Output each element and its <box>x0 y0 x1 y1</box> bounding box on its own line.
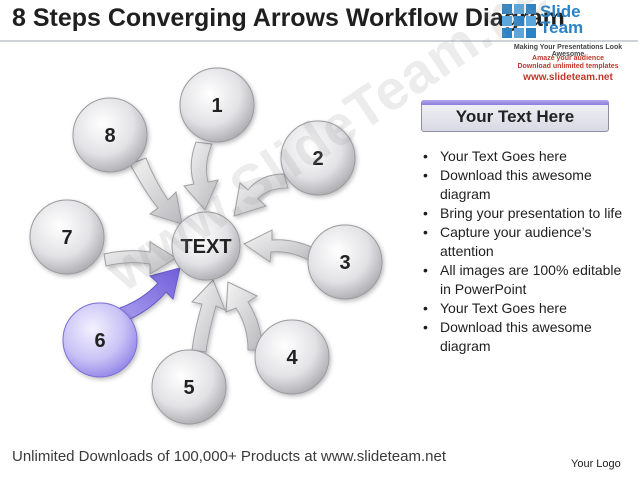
step-number-8: 8 <box>104 125 115 147</box>
arrow-from-step-4 <box>225 281 263 351</box>
page-title: 8 Steps Converging Arrows Workflow Diagr… <box>12 4 565 32</box>
bullet-item[interactable]: • Download this awesome diagram <box>420 166 625 204</box>
bullet-dot-icon: • <box>423 319 428 335</box>
logo-placeholder: Your Logo <box>571 458 621 470</box>
arrow-from-step-2 <box>233 173 289 217</box>
bullet-item[interactable]: • Your Text Goes here <box>420 147 625 166</box>
step-number-2: 2 <box>312 148 323 170</box>
arrows-group <box>103 141 319 353</box>
arrow-from-step-8 <box>129 157 183 225</box>
brand-logo-icon <box>502 4 536 38</box>
brand-block[interactable]: Slide Team Making Your Presentations Loo… <box>500 2 636 83</box>
bullet-item[interactable]: • Bring your presentation to life <box>420 204 625 223</box>
step-node-8[interactable]: 8 <box>72 97 148 173</box>
arrow-from-step-6 <box>119 267 181 323</box>
brand-promo-1: Amaze your audience <box>532 55 604 62</box>
bullet-text: Your Text Goes here <box>440 148 567 164</box>
panel-heading-box[interactable]: Your Text Here <box>421 100 609 132</box>
bullet-text: Download this awesome diagram <box>440 167 592 202</box>
arrow-from-step-1 <box>183 141 219 211</box>
bullet-list: • Your Text Goes here • Download this awes… <box>420 147 625 356</box>
panel-heading-accent <box>421 100 609 105</box>
bullet-item[interactable]: • All images are 100% editable in PowerPo… <box>420 261 625 299</box>
brand-name: Slide Team <box>540 2 630 37</box>
step-circle-6 <box>62 302 138 378</box>
panel-heading: Your Text Here <box>455 107 575 126</box>
bullet-text: Bring your presentation to life <box>440 205 623 221</box>
step-node-6[interactable]: 6 <box>62 302 138 378</box>
step-circle-5 <box>151 349 227 425</box>
step-number-1: 1 <box>211 95 222 117</box>
bullet-dot-icon: • <box>423 300 428 316</box>
bullet-text: Download this awesome diagram <box>440 319 592 354</box>
converging-arrows-diagram: TEXT 1 2 3 4 5 6 7 8 <box>29 67 383 425</box>
brand-name-line2: Team <box>540 18 584 37</box>
brand-promo-2: Download unlimited templates <box>517 63 619 70</box>
bullet-item[interactable]: • Your Text Goes here <box>420 299 625 318</box>
arrow-from-step-5 <box>191 279 226 353</box>
step-number-5: 5 <box>183 377 194 399</box>
step-node-3[interactable]: 3 <box>307 224 383 300</box>
center-label: TEXT <box>180 236 231 258</box>
bullet-text: Capture your audience’s attention <box>440 224 592 259</box>
step-number-3: 3 <box>339 252 350 274</box>
step-number-4: 4 <box>286 347 298 369</box>
step-circle-1 <box>179 67 255 143</box>
bullet-item[interactable]: • Capture your audience’s attention <box>420 223 625 261</box>
bullet-dot-icon: • <box>423 224 428 240</box>
step-node-4[interactable]: 4 <box>254 319 330 395</box>
bullet-text: Your Text Goes here <box>440 300 567 316</box>
bullet-dot-icon: • <box>423 167 428 183</box>
brand-tagline: Making Your Presentations Look Awesome <box>513 44 623 58</box>
step-node-1[interactable]: 1 <box>179 67 255 143</box>
title-divider <box>0 40 638 42</box>
center-node[interactable]: TEXT <box>171 211 241 281</box>
step-node-2[interactable]: 2 <box>280 120 356 196</box>
footer-text: Unlimited Downloads of 100,000+ Products… <box>12 448 446 465</box>
step-node-7[interactable]: 7 <box>29 199 105 275</box>
step-number-6: 6 <box>94 330 105 352</box>
step-circle-8 <box>72 97 148 173</box>
center-circle <box>171 211 241 281</box>
bullet-dot-icon: • <box>423 205 428 221</box>
bullet-dot-icon: • <box>423 262 428 278</box>
step-circle-2 <box>280 120 356 196</box>
bullet-item[interactable]: • Download this awesome diagram <box>420 318 625 356</box>
bullet-dot-icon: • <box>423 148 428 164</box>
step-number-7: 7 <box>61 227 72 249</box>
arrow-from-step-3 <box>243 229 319 263</box>
bullet-text: All images are 100% editable in PowerPoi… <box>440 262 622 297</box>
step-node-5[interactable]: 5 <box>151 349 227 425</box>
step-circle-4 <box>254 319 330 395</box>
step-circle-3 <box>307 224 383 300</box>
panel-heading-background <box>421 100 609 132</box>
brand-url-link[interactable]: www.slideteam.net <box>523 72 613 83</box>
brand-name-line1: Slide <box>540 2 581 21</box>
step-circle-7 <box>29 199 105 275</box>
arrow-from-step-7 <box>103 241 177 275</box>
